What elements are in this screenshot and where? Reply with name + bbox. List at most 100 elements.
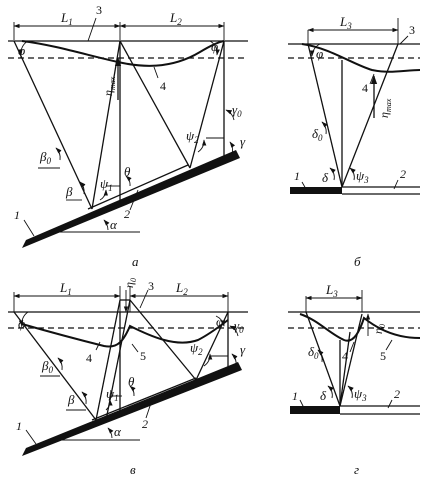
arc-gamma0 [225,109,235,121]
arc-delta0 [321,121,328,135]
label-l1: L1 [59,280,72,297]
panel-g: L3 η0 4 5 δ0 δ ψ3 1 2 г [288,282,421,477]
plate-inner-line [91,377,197,421]
arc-delta [329,167,336,181]
inclined-plate-thick [22,150,240,248]
arc-psi2 [197,139,207,153]
arc-phi [18,311,29,327]
label-2: 2 [400,167,406,181]
label-3: 3 [409,23,415,37]
label-gamma0: γ0 [234,318,244,335]
leader-3 [399,35,409,45]
leader-1 [301,181,307,190]
label-1: 1 [294,169,300,183]
label-phi: φ [18,316,25,331]
leader-3 [139,289,149,309]
panel-v: L1 L2 η0 3 4 5 [8,278,248,477]
arc-gamma [229,141,236,155]
label-beta0: β0 [41,358,53,375]
ray [307,43,343,188]
ray [129,299,197,381]
arc-phi [310,43,321,57]
ray [95,299,121,421]
label-gamma: γ [240,134,246,149]
arc-phi [18,40,29,56]
label-alpha: α [114,424,122,439]
wave-profile [21,40,225,67]
caption-g: г [354,462,359,477]
label-2: 2 [142,417,148,431]
arc-psi1 [99,189,109,201]
arc-beta [81,391,88,405]
arc-gamma0 [229,325,239,337]
label-5: 5 [380,349,386,363]
caption-v: в [130,462,136,477]
arc-psi1 [105,399,113,411]
arc-psi3 [347,385,354,399]
label-alpha: α [110,217,118,232]
panel-b: L3 3 4 ηmax φ δ0 δ ψ3 1 2 б [288,14,421,269]
arc-alpha [103,219,110,231]
label-beta: β [65,184,73,199]
leader-2 [129,189,139,211]
arc-delta0 [317,349,324,363]
arc-gamma [231,353,238,367]
label-delta: δ [322,170,329,185]
leader-2 [145,399,153,419]
label-delta0: δ0 [312,126,323,143]
leader-4 [95,341,101,351]
label-2: 2 [394,387,400,401]
wave-profile [301,43,421,73]
label-eta0: η0 [122,278,138,288]
arc-phi2 [209,40,220,56]
arc-beta0 [57,357,64,371]
label-phi2: φ [211,39,218,54]
label-4: 4 [86,351,92,365]
ray [339,313,363,407]
leader-2 [393,179,399,190]
label-1: 1 [292,389,298,403]
plate-thick [290,406,340,414]
caption-a: а [132,254,139,269]
leader-1 [23,219,35,237]
label-phi2: φ [216,314,223,329]
inclined-plate-thick [22,362,242,456]
leader-5 [385,339,393,351]
label-beta: β [67,392,75,407]
label-psi3: ψ3 [356,168,369,185]
label-l3: L3 [325,282,338,299]
label-psi3: ψ3 [354,386,367,403]
label-1: 1 [16,419,22,433]
label-3: 3 [148,279,154,293]
leader-2 [387,399,393,409]
plate-inner-line [87,164,189,210]
label-1: 1 [14,208,20,222]
wave-profile [21,319,229,348]
arc-alpha [107,427,114,439]
label-4: 4 [342,349,348,363]
label-delta: δ [320,388,327,403]
label-theta: θ [124,164,131,179]
arc-phi2 [215,315,226,327]
ray [341,43,399,188]
label-gamma: γ [240,342,246,357]
leader-4 [153,66,159,79]
panel-a: L1 L2 3 4 ηmax [8,3,248,269]
arc-psi3 [349,167,356,181]
label-phi: φ [18,43,25,58]
arc-beta [79,181,86,195]
label-l3: L3 [339,14,352,31]
label-psi2: ψ2 [186,128,199,145]
leader-3 [87,17,97,42]
caption-b: б [354,254,361,269]
label-4: 4 [362,81,368,95]
plate-thick [290,187,342,194]
ray [339,331,351,407]
ray [91,40,121,210]
label-eta-max: ηmax [101,76,117,96]
label-psi1: ψ1 [100,176,113,193]
leader-1 [25,429,37,445]
label-l2: L2 [169,10,182,27]
arc-theta [129,385,136,397]
